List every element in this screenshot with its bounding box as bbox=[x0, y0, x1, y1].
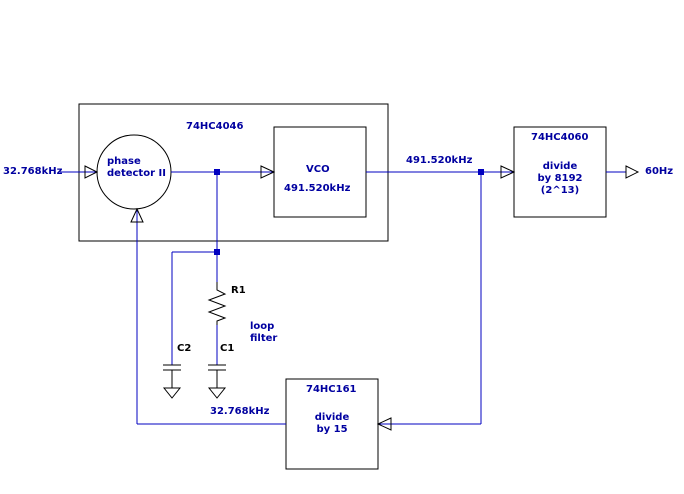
output-frequency-label: 60Hz bbox=[645, 166, 674, 177]
input-frequency-label: 32.768kHz bbox=[3, 166, 63, 177]
junction-dot-loop-filter bbox=[214, 249, 220, 255]
divider-161-input-arrow-icon bbox=[376, 417, 392, 431]
divider-161-label: divide by 15 bbox=[314, 412, 350, 435]
loop-filter-label: loop filter bbox=[250, 321, 278, 344]
resistor-r1-icon bbox=[207, 282, 227, 325]
capacitor-c2-icon bbox=[163, 364, 181, 388]
junction-dot-vco-out bbox=[478, 169, 484, 175]
divider-4060-chip-label: 74HC4060 bbox=[531, 132, 589, 143]
divider-4060-input-arrow-icon bbox=[500, 165, 516, 179]
phase-detector-label: phase detector II bbox=[107, 156, 166, 179]
ground-c1-icon bbox=[207, 387, 227, 399]
capacitor-c1-icon bbox=[208, 364, 226, 388]
vco-input-arrow-icon bbox=[260, 165, 276, 179]
vco-label: VCO bbox=[306, 164, 330, 175]
capacitor-c1-label: C1 bbox=[220, 343, 235, 354]
junction-dot-pd-vco bbox=[214, 169, 220, 175]
feedback-arrow-icon bbox=[130, 207, 144, 223]
divider-161-chip-label: 74HC161 bbox=[306, 384, 357, 395]
vco-output-frequency-label: 491.520kHz bbox=[406, 155, 473, 166]
ground-c2-icon bbox=[162, 387, 182, 399]
pll-chip-label: 74HC4046 bbox=[186, 121, 244, 132]
divider-4060-label: divide by 8192 (2^13) bbox=[537, 161, 583, 196]
vco-frequency-label: 491.520kHz bbox=[284, 183, 351, 194]
input-arrow-icon bbox=[84, 165, 99, 179]
wires bbox=[60, 171, 626, 425]
resistor-r1-label: R1 bbox=[231, 285, 246, 296]
feedback-frequency-label: 32.768kHz bbox=[210, 406, 270, 417]
capacitor-c2-label: C2 bbox=[177, 343, 192, 354]
output-arrow-icon bbox=[625, 165, 640, 179]
